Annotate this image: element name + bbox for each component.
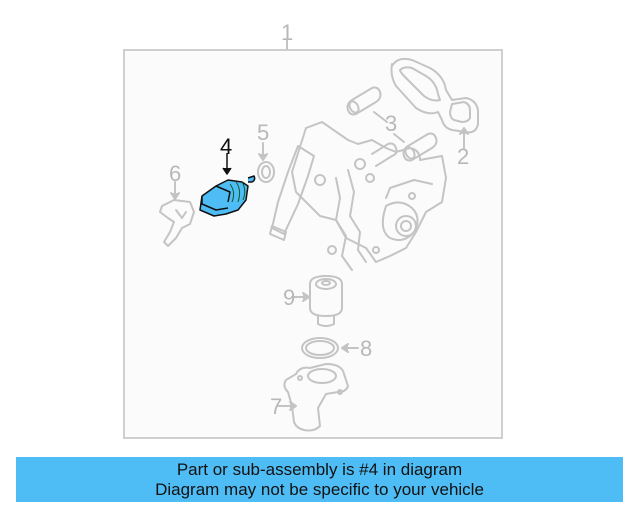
part-8-seal	[301, 337, 359, 359]
callout-2[interactable]: 2	[457, 144, 470, 169]
banner-line-1: Part or sub-assembly is #4 in diagram	[176, 460, 463, 479]
part-3-dowels	[346, 86, 438, 162]
callout-8[interactable]: 8	[360, 336, 373, 361]
part-1-water-pump	[269, 121, 447, 271]
callout-1[interactable]: 1	[281, 20, 294, 45]
callout-9[interactable]: 9	[283, 285, 296, 310]
diagram-artwork	[159, 39, 479, 432]
callout-5[interactable]: 5	[257, 120, 270, 145]
part-5-seal	[257, 142, 275, 183]
part-6-bracket	[159, 181, 195, 247]
callout-7[interactable]: 7	[270, 394, 283, 419]
part-9-thermostat	[291, 275, 343, 327]
part-7-outlet	[277, 363, 349, 432]
banner-line-2: Diagram may not be specific to your vehi…	[155, 480, 484, 499]
part-4-highlighted-sensor	[199, 153, 256, 217]
callout-3[interactable]: 3	[385, 111, 398, 136]
part-2-gasket	[390, 57, 479, 149]
parts-diagram: 1 2 3 4 5 6 7 8 9	[123, 20, 503, 439]
info-banner: Part or sub-assembly is #4 in diagram Di…	[16, 457, 623, 502]
callout-4[interactable]: 4	[220, 134, 233, 159]
callout-6[interactable]: 6	[169, 161, 182, 186]
